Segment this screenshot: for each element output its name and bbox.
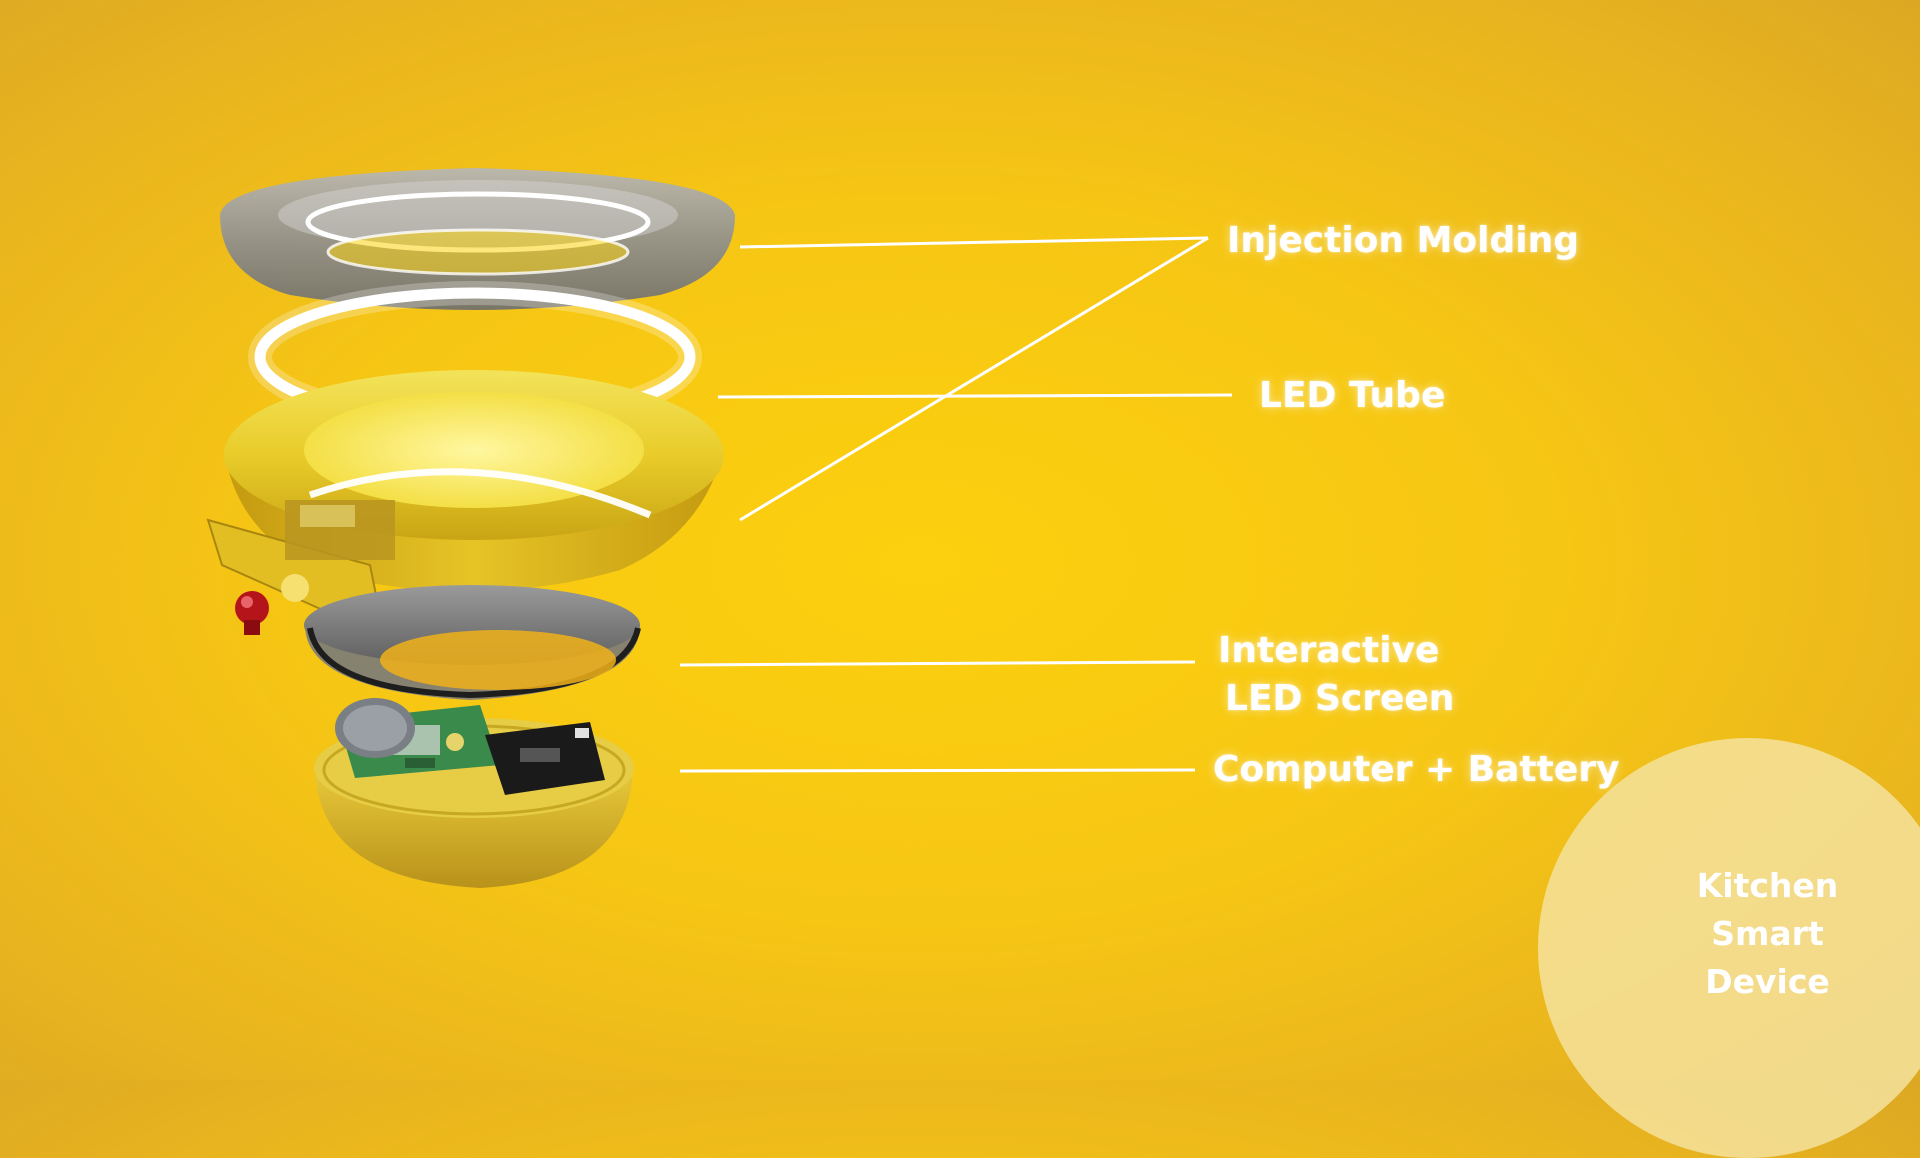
label-injection-molding: Injection Molding — [1227, 217, 1579, 265]
label-screen-line2: LED Screen — [1218, 675, 1454, 723]
line-computer-battery — [680, 770, 1195, 771]
label-screen-line1: Interactive — [1218, 627, 1454, 675]
badge-line2: Smart — [1640, 910, 1895, 958]
badge-line1: Kitchen — [1640, 862, 1895, 910]
leader-lines — [680, 238, 1232, 771]
interactive-led-screen — [304, 585, 640, 700]
line-led-tube — [718, 395, 1232, 397]
badge-title: Kitchen Smart Device — [1640, 862, 1895, 1006]
computer-battery-base — [314, 698, 634, 888]
line-led-screen — [680, 662, 1195, 665]
label-interactive-led-screen: Interactive LED Screen — [1218, 627, 1454, 723]
label-computer-battery: Computer + Battery — [1213, 746, 1619, 794]
line-injection-cover — [740, 238, 1208, 247]
label-led-tube: LED Tube — [1259, 372, 1445, 420]
badge-line3: Device — [1640, 958, 1895, 1006]
line-injection-housing — [740, 238, 1208, 520]
